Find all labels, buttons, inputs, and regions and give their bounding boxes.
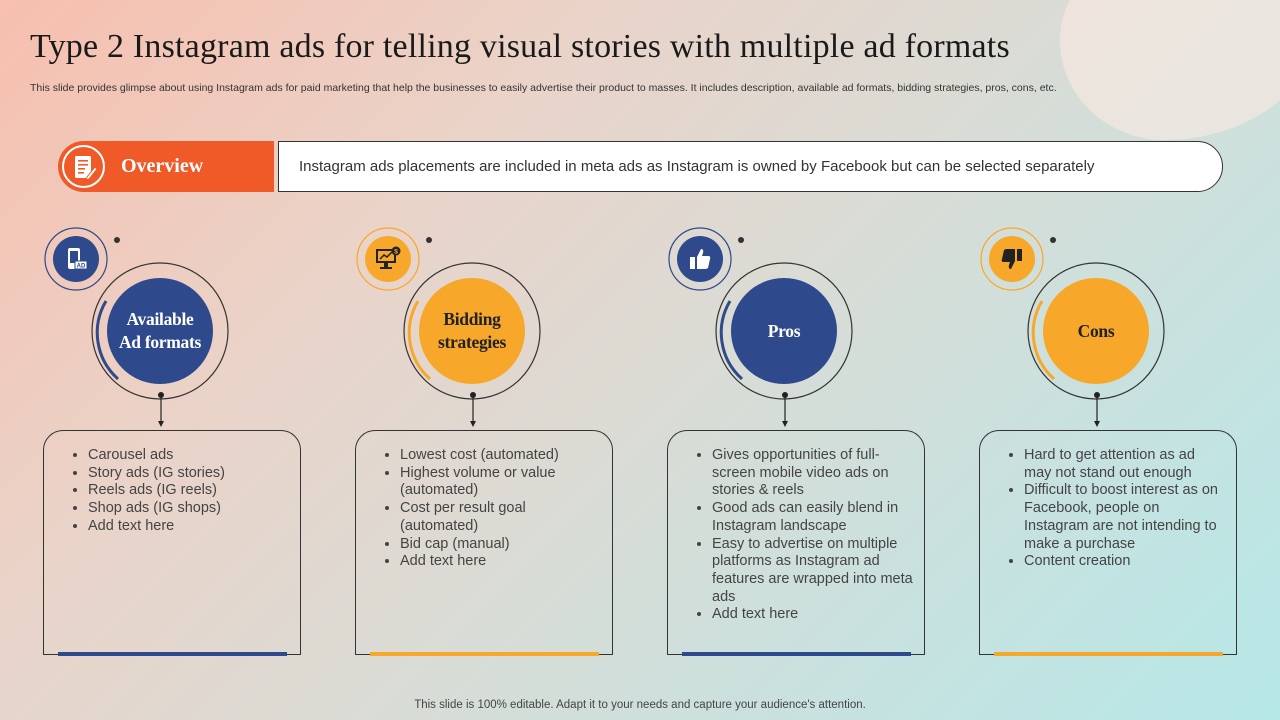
decorative-blob [1060,0,1280,140]
card-accent-bar [994,652,1223,656]
list-item: Story ads (IG stories) [88,465,290,483]
svg-text:$: $ [394,249,398,256]
thumbs-up-icon [677,236,723,282]
section-rings [44,227,229,400]
document-edit-icon [62,145,105,188]
bullet-list: Hard to get attention as ad may not stan… [1006,447,1226,571]
page-subtitle: This slide provides glimpse about using … [30,82,1057,94]
thumbs-down-icon [989,236,1035,282]
section-card: Lowest cost (automated) Highest volume o… [355,430,613,656]
section-rings [356,227,541,400]
card-accent-bar [58,652,287,656]
list-item: Cost per result goal (automated) [400,500,602,535]
mobile-ad-icon: AD [53,236,99,282]
overview-description: Instagram ads placements are included in… [278,141,1223,192]
section-card: Carousel ads Story ads (IG stories) Reel… [43,430,301,656]
list-item: Content creation [1024,553,1226,571]
list-item: Good ads can easily blend in Instagram l… [712,500,914,535]
list-item: Add text here [712,606,914,624]
bullet-list: Carousel ads Story ads (IG stories) Reel… [70,447,290,536]
bullet-list: Lowest cost (automated) Highest volume o… [382,447,602,571]
card-accent-bar [370,652,599,656]
section-card: Gives opportunities of full-screen mobil… [667,430,925,656]
connector-arrow [1094,392,1100,427]
list-item: Difficult to boost interest as on Facebo… [1024,482,1226,553]
list-item: Add text here [400,553,602,571]
list-item: Shop ads (IG shops) [88,500,290,518]
connector-arrow [782,392,788,427]
list-item: Highest volume or value (automated) [400,465,602,500]
svg-text:AD: AD [77,264,86,270]
section-cons: Cons Hard to get attention as ad may not… [979,226,1239,658]
bullet-list: Gives opportunities of full-screen mobil… [694,447,914,624]
section-rings [980,227,1165,400]
list-item: Carousel ads [88,447,290,465]
list-item: Hard to get attention as ad may not stan… [1024,447,1226,482]
section-pros: Pros Gives opportunities of full-screen … [667,226,927,658]
bidding-strategy-icon: $ [365,236,411,282]
connector-arrow [158,392,164,427]
list-item: Reels ads (IG reels) [88,482,290,500]
overview-label: Overview [121,155,204,177]
page-title: Type 2 Instagram ads for telling visual … [30,28,1010,65]
connector-arrow [470,392,476,427]
overview-tab: Overview [58,141,274,192]
section-rings [668,227,853,400]
card-accent-bar [682,652,911,656]
list-item: Lowest cost (automated) [400,447,602,465]
list-item: Bid cap (manual) [400,536,602,554]
section-heading: Cons [1043,278,1149,384]
list-item: Easy to advertise on multiple platforms … [712,536,914,607]
section-heading: Pros [731,278,837,384]
footer-note: This slide is 100% editable. Adapt it to… [414,699,866,711]
section-card: Hard to get attention as ad may not stan… [979,430,1237,656]
list-item: Add text here [88,518,290,536]
list-item: Gives opportunities of full-screen mobil… [712,447,914,500]
